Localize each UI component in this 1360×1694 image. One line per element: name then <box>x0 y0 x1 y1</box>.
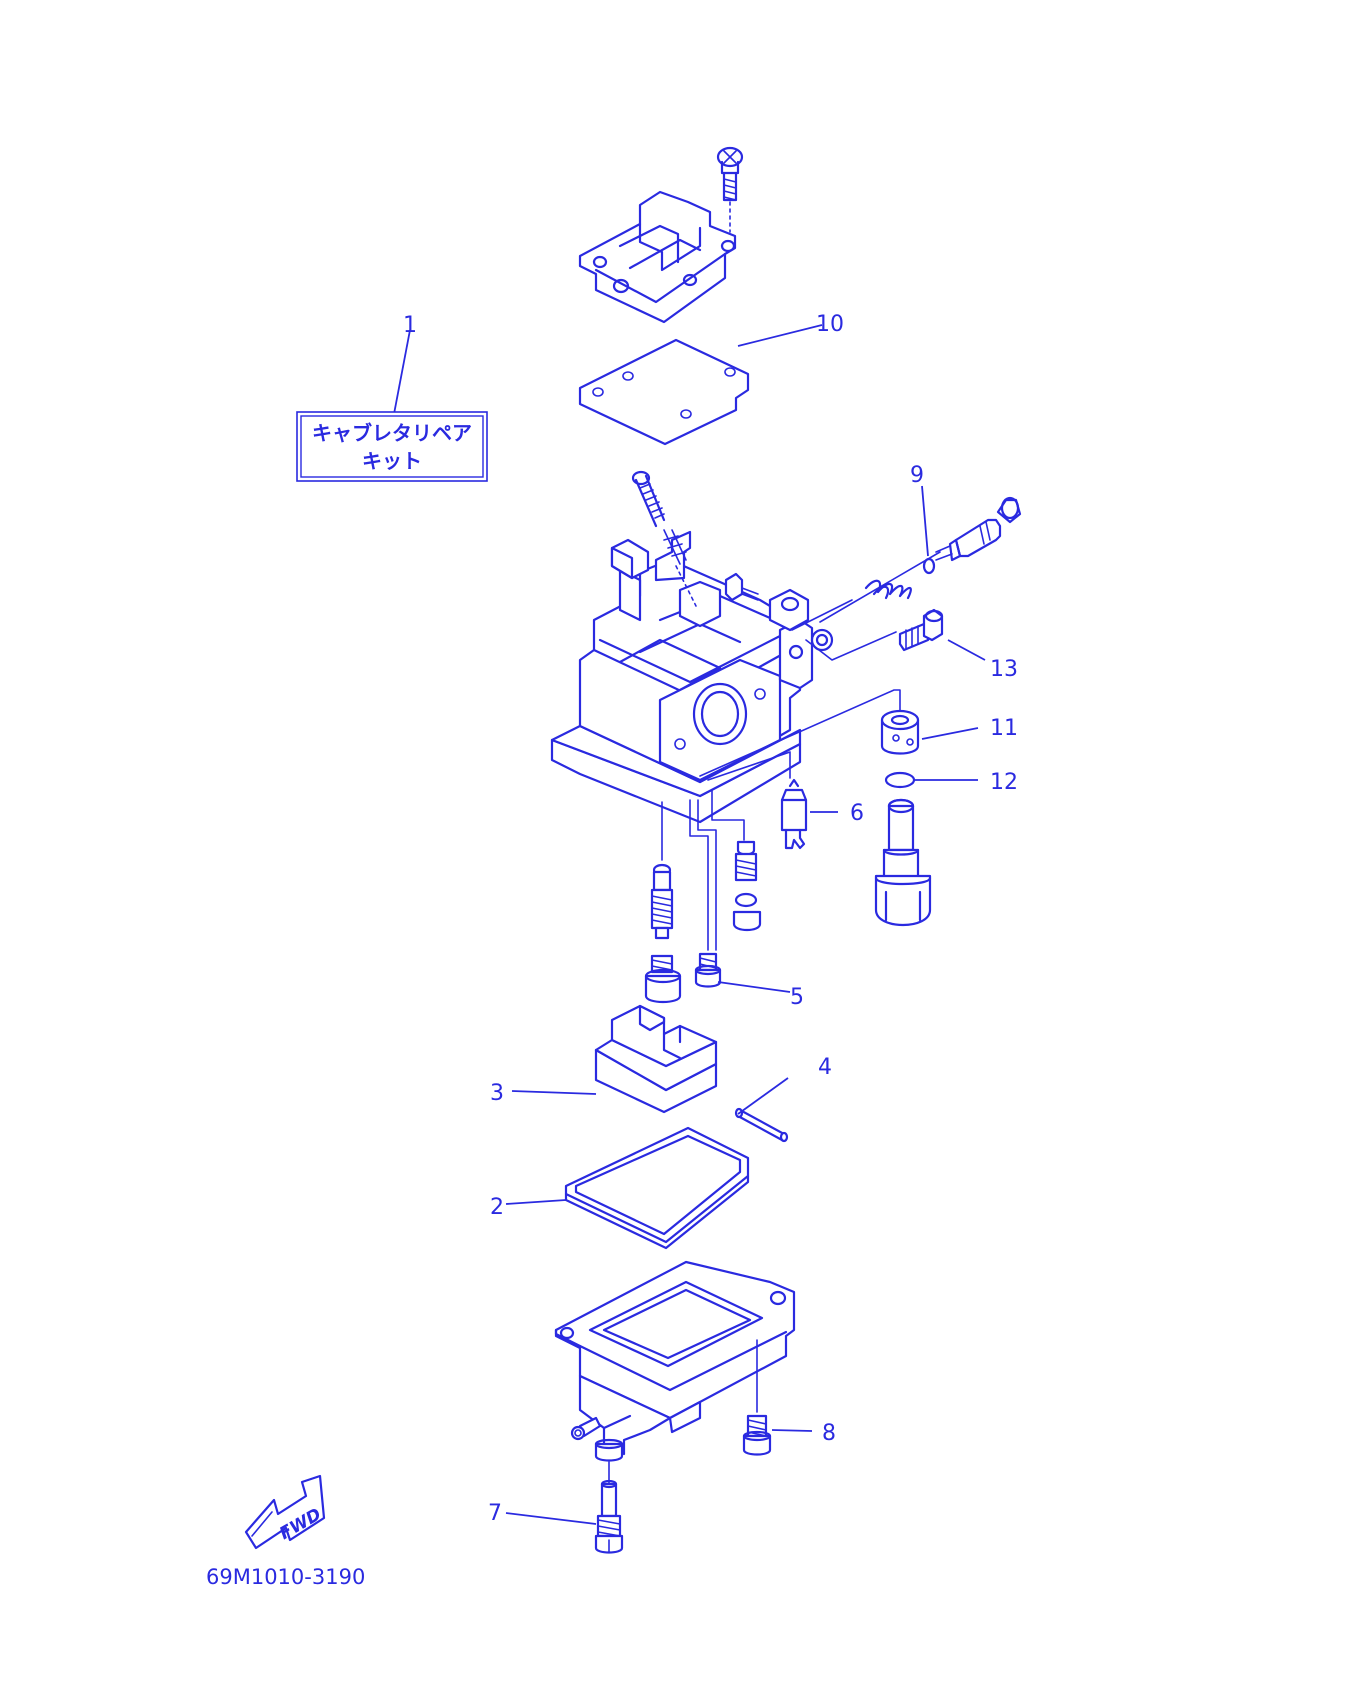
pin-part-4 <box>734 1107 789 1143</box>
part-number-7: 7 <box>488 1501 502 1526</box>
carburetor-body <box>550 530 834 824</box>
float-part-3 <box>594 1004 718 1114</box>
part-number-1: 1 <box>403 313 417 338</box>
gasket-part-10 <box>578 338 750 446</box>
float-bowl <box>554 1260 796 1462</box>
top-cover <box>578 190 737 324</box>
assembly-guide-lines <box>661 551 941 951</box>
screw-part-5 <box>694 952 722 988</box>
screw-part-8 <box>742 1339 772 1456</box>
small-screw-center <box>724 572 759 602</box>
o-ring-part-12 <box>884 771 916 789</box>
part-number-2: 2 <box>490 1195 504 1220</box>
part-number-3: 3 <box>490 1081 504 1106</box>
pilot-screw-upper <box>631 470 697 607</box>
part-number-9: 9 <box>910 463 924 488</box>
part-number-13: 13 <box>990 657 1018 682</box>
part-11-nozzle-holder <box>880 709 920 755</box>
part-number-11: 11 <box>990 716 1018 741</box>
part-number-4: 4 <box>818 1055 832 1080</box>
main-jet-stack <box>644 863 682 1004</box>
top-cover-screw <box>716 146 744 233</box>
part-number-labels: 1 10 9 13 11 12 6 5 4 3 2 8 7 <box>403 312 1018 1526</box>
kit-label-line1: キャブレタリペア <box>312 421 472 445</box>
kit-label-line2: キット <box>362 449 422 473</box>
part-number-10: 10 <box>816 312 844 337</box>
fwd-arrow-icon: FWD <box>244 1474 326 1550</box>
part-number-12: 12 <box>990 770 1018 795</box>
repair-kit-label-box: キャブレタリペア キット <box>296 411 488 482</box>
part-number-5: 5 <box>790 985 804 1010</box>
idle-spring <box>864 579 912 600</box>
idle-screw-part-9 <box>935 496 1022 562</box>
needle-valve-part-6 <box>780 778 808 850</box>
figure-code: 69M1010-3190 <box>206 1565 365 1589</box>
drain-screw-part-7 <box>594 1461 624 1554</box>
part-number-6: 6 <box>850 801 864 826</box>
callout-lines <box>393 324 986 1525</box>
part-number-8: 8 <box>822 1421 836 1446</box>
pilot-jet <box>732 840 762 932</box>
main-nozzle <box>874 798 932 927</box>
float-bowl-gasket-part-2 <box>564 1126 750 1250</box>
plug-part-13 <box>898 608 944 652</box>
